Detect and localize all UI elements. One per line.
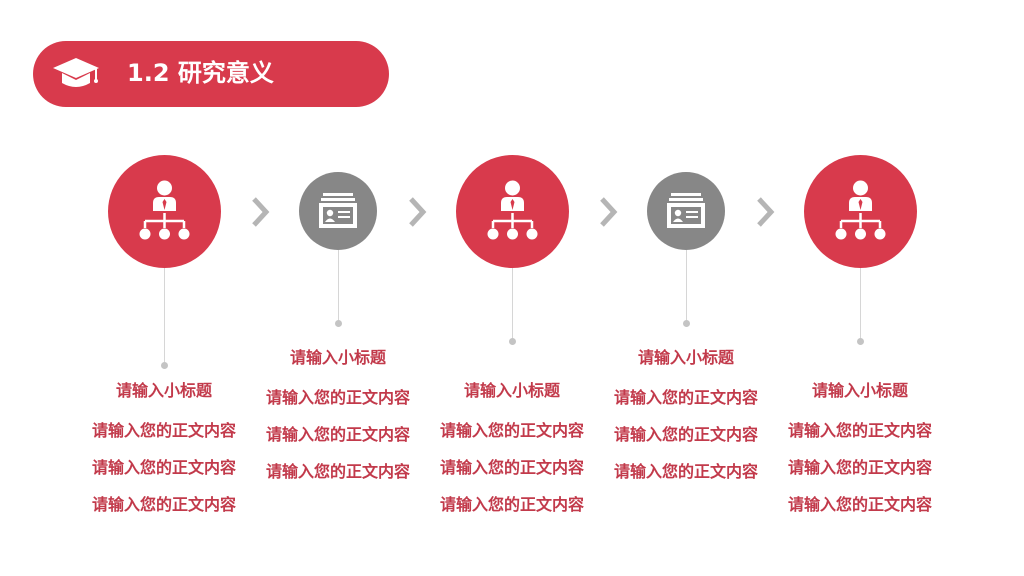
- step-4-body-3: 请输入您的正文内容: [613, 462, 758, 481]
- step-5-connector: [860, 268, 861, 339]
- chevron-right-icon: [252, 197, 270, 227]
- step-3-subtitle: 请输入小标题: [463, 381, 560, 400]
- step-4-dot: [683, 320, 690, 327]
- org-chart-person-icon: [139, 180, 190, 240]
- step-2-body-3: 请输入您的正文内容: [265, 462, 410, 481]
- step-2-connector: [338, 250, 339, 321]
- step-1-body-2: 请输入您的正文内容: [91, 458, 236, 477]
- step-5-text: 请输入小标题 请输入您的正文内容 请输入您的正文内容 请输入您的正文内容: [785, 380, 935, 526]
- step-5-dot: [857, 338, 864, 345]
- org-chart-person-icon: [835, 180, 886, 240]
- step-2-body-1: 请输入您的正文内容: [265, 388, 410, 407]
- chevron-right-icon: [757, 197, 775, 227]
- step-4-subtitle: 请输入小标题: [637, 348, 734, 367]
- step-3-text: 请输入小标题 请输入您的正文内容 请输入您的正文内容 请输入您的正文内容: [437, 380, 587, 526]
- step-3-body-1: 请输入您的正文内容: [439, 421, 584, 440]
- step-5-body-2: 请输入您的正文内容: [787, 458, 932, 477]
- step-4-circle: [647, 172, 725, 250]
- step-1-body-3: 请输入您的正文内容: [91, 495, 236, 514]
- step-1-body-1: 请输入您的正文内容: [91, 421, 236, 440]
- section-header: [33, 41, 389, 107]
- step-1-subtitle: 请输入小标题: [115, 381, 212, 400]
- step-2-dot: [335, 320, 342, 327]
- step-5-circle: [804, 155, 917, 268]
- chevron-right-icon: [409, 197, 427, 227]
- step-1-connector: [164, 268, 165, 362]
- graduation-cap-icon: [53, 58, 99, 87]
- step-3-dot: [509, 338, 516, 345]
- id-card-stack-icon: [319, 193, 357, 228]
- step-1-circle: [108, 155, 221, 268]
- step-1-dot: [161, 362, 168, 369]
- step-5-subtitle: 请输入小标题: [811, 381, 908, 400]
- chevron-right-icon: [600, 197, 618, 227]
- step-3-circle: [456, 155, 569, 268]
- step-3-body-2: 请输入您的正文内容: [439, 458, 584, 477]
- step-2-text: 请输入小标题 请输入您的正文内容 请输入您的正文内容 请输入您的正文内容: [263, 347, 413, 493]
- step-2-body-2: 请输入您的正文内容: [265, 425, 410, 444]
- step-4-connector: [686, 250, 687, 321]
- step-5-body-3: 请输入您的正文内容: [787, 495, 932, 514]
- step-3-connector: [512, 268, 513, 339]
- step-1-text: 请输入小标题 请输入您的正文内容 请输入您的正文内容 请输入您的正文内容: [89, 380, 239, 526]
- step-5-body-1: 请输入您的正文内容: [787, 421, 932, 440]
- step-3-body-3: 请输入您的正文内容: [439, 495, 584, 514]
- page-title: 1.2 研究意义: [127, 59, 274, 87]
- step-4-text: 请输入小标题 请输入您的正文内容 请输入您的正文内容 请输入您的正文内容: [611, 347, 761, 493]
- step-2-subtitle: 请输入小标题: [289, 348, 386, 367]
- org-chart-person-icon: [487, 180, 538, 240]
- step-2-circle: [299, 172, 377, 250]
- id-card-stack-icon: [667, 193, 705, 228]
- step-4-body-1: 请输入您的正文内容: [613, 388, 758, 407]
- step-4-body-2: 请输入您的正文内容: [613, 425, 758, 444]
